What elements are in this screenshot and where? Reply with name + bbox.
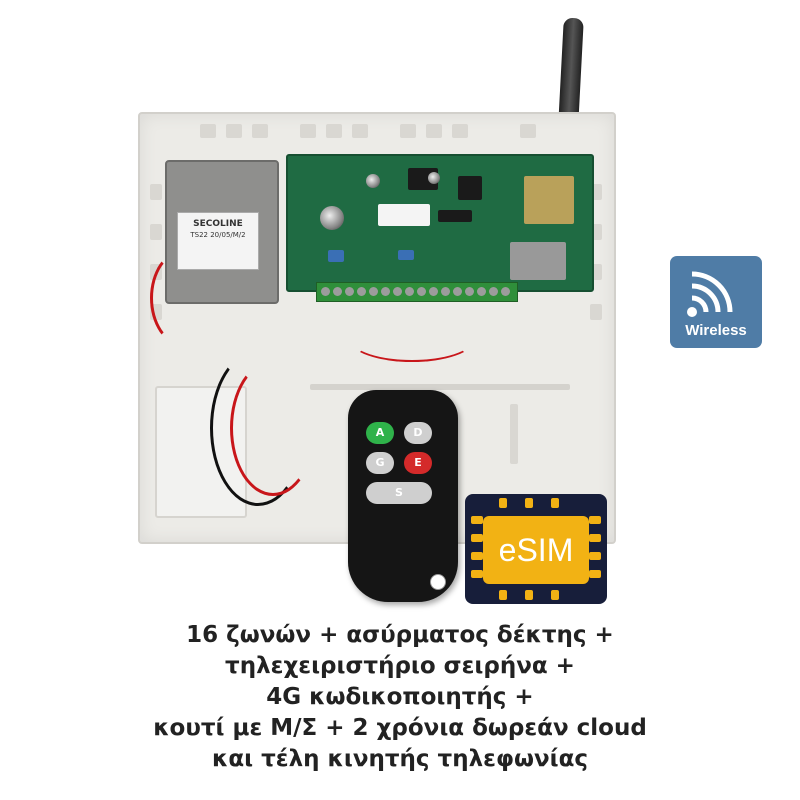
remote-button-e: E <box>404 452 432 474</box>
esim-label: eSIM <box>498 532 574 568</box>
caption-line: κουτί με Μ/Σ + 2 χρόνια δωρεάν cloud <box>153 715 647 741</box>
circuit-board <box>286 154 594 292</box>
caption-line: και τέλη κινητής τηλεφωνίας <box>211 746 589 772</box>
black-wire <box>210 350 306 506</box>
remote-keyring-hole <box>430 574 446 590</box>
transformer-model: TS22 20/05/M/2 <box>190 231 246 239</box>
remote-button-g: G <box>366 452 394 474</box>
caption-line: 4G κωδικοποιητής + <box>266 684 534 710</box>
red-black-wire <box>350 318 474 362</box>
caption-line: 16 ζωνών + ασύρματος δέκτης + <box>186 622 614 648</box>
gsm-antenna <box>558 17 584 127</box>
remote-control: A D G E S <box>348 390 458 602</box>
red-wire <box>150 250 216 346</box>
red-wire-2 <box>230 360 316 496</box>
remote-button-s: S <box>366 482 432 504</box>
remote-button-d: D <box>404 422 432 444</box>
terminal-block <box>316 282 518 302</box>
wireless-badge <box>670 256 762 348</box>
caption-line: τηλεχειριστήριο σειρήνα + <box>225 653 575 679</box>
remote-button-a: A <box>366 422 394 444</box>
product-caption: 16 ζωνών + ασύρματος δέκτης + τηλεχειρισ… <box>0 620 800 775</box>
transformer-brand: SECOLINE <box>193 219 243 229</box>
wifi-icon <box>687 271 733 317</box>
wireless-label: Wireless <box>685 322 747 339</box>
esim-chip <box>483 516 589 584</box>
